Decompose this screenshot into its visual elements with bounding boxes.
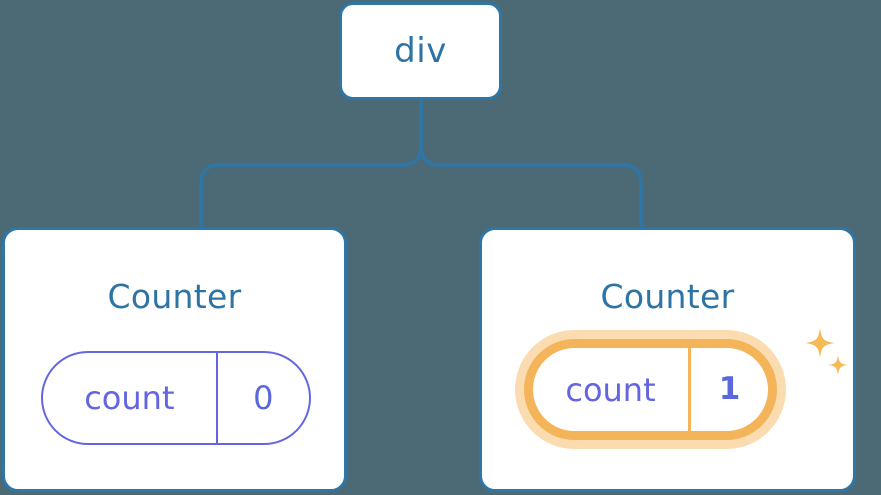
state-key-cell-left: count — [43, 353, 218, 443]
state-value-right: 1 — [718, 371, 741, 407]
counter-right-title: Counter — [600, 277, 735, 316]
state-value-cell-right: 1 — [691, 348, 768, 431]
counter-left-title: Counter — [107, 277, 242, 316]
state-value-cell-left: 0 — [218, 353, 309, 443]
node-div-label: div — [394, 31, 447, 71]
state-key-cell-right: count — [533, 348, 691, 431]
state-pill-left[interactable]: count 0 — [41, 351, 311, 445]
node-div[interactable]: div — [339, 2, 502, 100]
state-pill-right[interactable]: count 1 — [524, 339, 777, 440]
state-value-left: 0 — [253, 379, 274, 417]
state-key-left: count — [84, 379, 175, 417]
state-key-right: count — [565, 370, 656, 409]
